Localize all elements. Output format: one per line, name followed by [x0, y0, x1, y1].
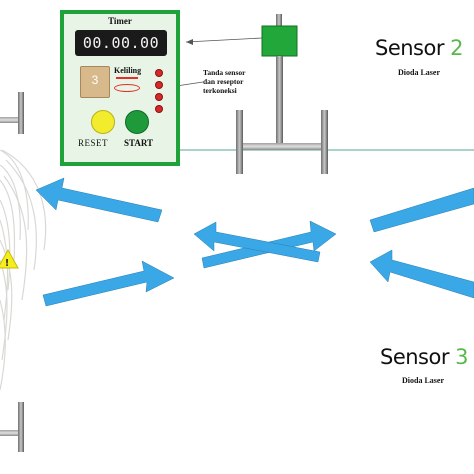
keliling-underline [116, 77, 138, 79]
feather-illustration [0, 149, 47, 391]
arrow-right-upper [369, 187, 474, 233]
sensor-box [261, 25, 298, 57]
lap-count-value: 3 [91, 73, 99, 87]
note-line-3: terkoneksi [203, 86, 237, 95]
arrow-left-upper [35, 177, 163, 223]
timer-title: Timer [108, 16, 132, 26]
sensor-3-number: 3 [455, 345, 469, 369]
keliling-indicator [114, 84, 140, 92]
led-indicator-1 [156, 70, 162, 76]
sensor-3-subtitle: Dioda Laser [402, 376, 444, 385]
pointer-arrowhead [186, 39, 193, 45]
keliling-label: Keliling [114, 66, 142, 75]
lap-counter: 3 [80, 66, 110, 98]
sensor-3-title: Sensor 3 [380, 345, 469, 369]
sensor-connection-note: Tanda sensor dan reseptor terkoneksi [203, 68, 283, 95]
left-post-upper [0, 92, 24, 134]
left-post-lower [0, 402, 24, 452]
arrow-right-lower [42, 260, 175, 307]
led-indicator-2 [156, 82, 162, 88]
arrow-cross-left [193, 221, 321, 263]
sensor-3-title-text: Sensor [380, 345, 456, 369]
sensor-2-title-text: Sensor [375, 36, 451, 60]
led-indicator-4 [156, 106, 162, 112]
airflow-arrows [35, 177, 474, 307]
timer-display: 00.00.00 [75, 30, 167, 56]
led-indicator-3 [156, 94, 162, 100]
sensor-2-title: Sensor 2 [375, 36, 464, 60]
note-line-2: dan reseptor [203, 77, 244, 86]
sensor-2-number: 2 [450, 36, 464, 60]
warning-mark: ! [5, 258, 10, 269]
timer-control-panel: Timer 00.00.00 3 Keliling RESET START [60, 10, 180, 166]
start-label: START [124, 138, 154, 148]
sensor-2-subtitle: Dioda Laser [398, 68, 440, 77]
top-sensor-stand [236, 14, 328, 174]
reset-label: RESET [78, 138, 109, 148]
reset-button[interactable] [91, 110, 115, 134]
arrow-right-lower-in [369, 249, 474, 299]
note-line-1: Tanda sensor [203, 68, 246, 77]
pointer-line-sensor [185, 37, 263, 43]
warning-icon [0, 248, 19, 269]
start-button[interactable] [125, 110, 149, 134]
